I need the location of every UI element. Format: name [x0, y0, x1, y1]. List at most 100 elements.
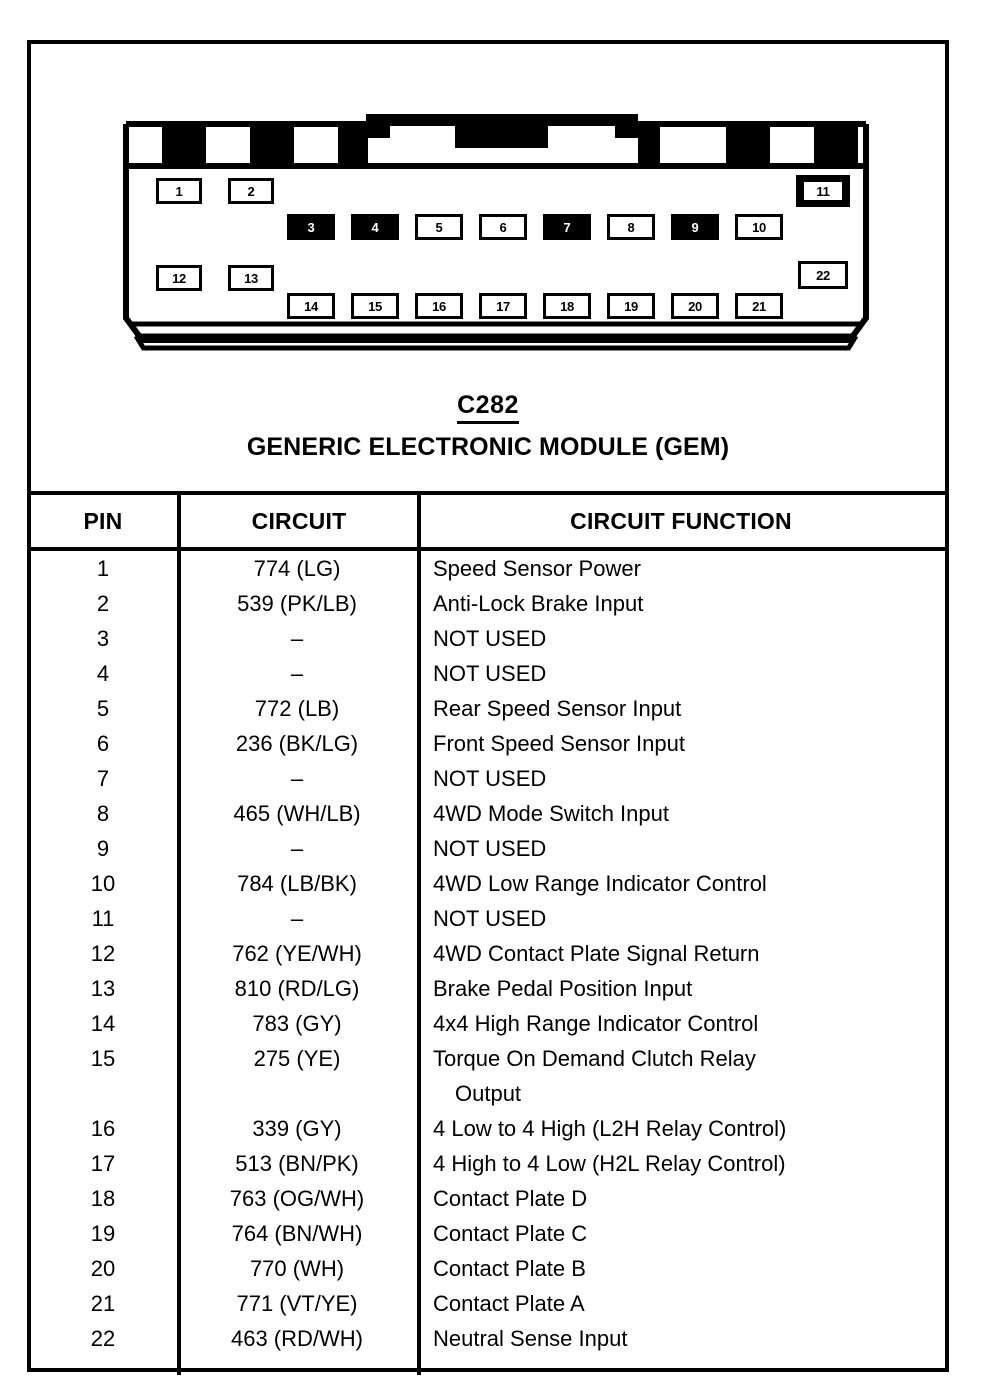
pin-cell-10[interactable]: 10	[735, 214, 783, 240]
pin-cell-5[interactable]: 5	[415, 214, 463, 240]
table-cell-function: 4 Low to 4 High (L2H Relay Control)	[433, 1116, 787, 1141]
table-header-pin: PIN	[83, 507, 123, 534]
table-cell-circuit: 539 (PK/LB)	[237, 591, 357, 616]
table-cell-circuit: 236 (BK/LG)	[235, 731, 359, 756]
table-cell-pin: 3	[96, 626, 110, 651]
comb-key-2	[250, 127, 294, 165]
connector-diagram: 1 2 11 3 4 5 6 7 8 9 10 12 13 22 14 15 1…	[118, 108, 874, 363]
table-column-divider-2	[417, 495, 421, 1375]
table-header-function: CIRCUIT FUNCTION	[570, 507, 792, 534]
pin-cell-6[interactable]: 6	[479, 214, 527, 240]
table-cell-function: Neutral Sense Input	[433, 1326, 628, 1351]
pin-cell-11-label: 11	[802, 180, 844, 202]
table-cell-circuit: 465 (WH/LB)	[233, 801, 361, 826]
pin-cell-8[interactable]: 8	[607, 214, 655, 240]
pin-cell-4[interactable]: 4	[351, 214, 399, 240]
table-cell-pin: 11	[91, 906, 115, 931]
table-cell-pin: 8	[96, 801, 110, 826]
table-row: 12 762 (YE/WH) 4WD Contact Plate Signal Re…	[29, 936, 947, 971]
table-cell-function: Brake Pedal Position Input	[433, 976, 693, 1001]
pin-table: PIN CIRCUIT CIRCUIT FUNCTION 1 774 (LG) Sp…	[29, 491, 947, 1375]
table-cell-pin: 17	[90, 1151, 116, 1176]
table-cell-circuit: 463 (RD/WH)	[230, 1326, 363, 1351]
pin-cell-7[interactable]: 7	[543, 214, 591, 240]
pin-cell-15[interactable]: 15	[351, 293, 399, 319]
table-cell-function-line2: Output	[455, 1081, 522, 1106]
pin-cell-16[interactable]: 16	[415, 293, 463, 319]
housing-walls	[123, 124, 869, 343]
table-cell-circuit: 763 (OG/WH)	[229, 1186, 365, 1211]
table-cell-pin: 15	[90, 1046, 116, 1071]
pin-cell-14[interactable]: 14	[287, 293, 335, 319]
pin-cell-3[interactable]: 3	[287, 214, 335, 240]
pin-cell-20[interactable]: 20	[671, 293, 719, 319]
table-cell-circuit: –	[290, 836, 304, 861]
table-cell-circuit: 810 (RD/LG)	[234, 976, 360, 1001]
table-cell-pin: 19	[90, 1221, 116, 1246]
pin-cell-2[interactable]: 2	[228, 178, 274, 204]
pin-cell-1[interactable]: 1	[156, 178, 202, 204]
table-cell-function: NOT USED	[433, 766, 547, 791]
connector-caption: C282 GENERIC ELECTRONIC MODULE (GEM)	[31, 391, 945, 462]
table-cell-circuit: 762 (YE/WH)	[232, 941, 362, 966]
table-cell-function: Contact Plate C	[433, 1221, 588, 1246]
pin-cell-19[interactable]: 19	[607, 293, 655, 319]
table-cell-pin: 12	[90, 941, 116, 966]
table-row: 11 – NOT USED	[29, 901, 947, 936]
table-cell-function: NOT USED	[433, 906, 547, 931]
table-cell-function: Speed Sensor Power	[433, 556, 641, 581]
pin-cell-13[interactable]: 13	[228, 265, 274, 291]
table-cell-function-line1: Torque On Demand Clutch Relay	[433, 1046, 756, 1071]
table-cell-circuit: 771 (VT/YE)	[236, 1291, 358, 1316]
comb-key-6	[814, 127, 858, 165]
table-row: 16 339 (GY) 4 Low to 4 High (L2H Relay Con…	[29, 1111, 947, 1146]
connector-name: GENERIC ELECTRONIC MODULE (GEM)	[246, 432, 730, 461]
table-header-circuit: CIRCUIT	[251, 507, 347, 534]
table-cell-circuit: 783 (GY)	[252, 1011, 342, 1036]
table-cell-function: Contact Plate A	[433, 1291, 585, 1316]
table-cell-function: 4x4 High Range Indicator Control	[433, 1011, 759, 1036]
connector-housing-svg	[123, 114, 869, 351]
table-row: 4–NOT USED	[29, 656, 947, 691]
table-cell-function: 4WD Contact Plate Signal Return	[433, 941, 760, 966]
table-cell-circuit: 774 (LG)	[253, 556, 341, 581]
pin-cell-12[interactable]: 12	[156, 265, 202, 291]
pin-cell-17[interactable]: 17	[479, 293, 527, 319]
table-cell-pin: 6	[96, 731, 110, 756]
pin-cell-9[interactable]: 9	[671, 214, 719, 240]
skirt-left-taper	[133, 334, 147, 351]
connector-code: C282	[457, 391, 519, 424]
comb-key-1	[162, 127, 206, 165]
table-cell-pin: 1	[96, 556, 110, 581]
table-bottom-border	[29, 1368, 947, 1372]
table-cell-pin: 13	[90, 976, 116, 1001]
table-cell-pin: 18	[90, 1186, 116, 1211]
table-cell-circuit: 275 (YE)	[253, 1046, 341, 1071]
pin-cell-21[interactable]: 21	[735, 293, 783, 319]
table-cell-circuit: –	[290, 626, 304, 651]
table-cell-function: NOT USED	[433, 661, 547, 686]
table-cell-pin: 21	[90, 1291, 116, 1316]
skirt-right-taper	[845, 334, 859, 351]
pin-cell-22[interactable]: 22	[798, 261, 848, 289]
comb-key-3	[338, 127, 368, 165]
table-cell-circuit: –	[290, 906, 304, 931]
table-cell-pin: 16	[90, 1116, 116, 1141]
pin-cell-18[interactable]: 18	[543, 293, 591, 319]
table-row: 13 810 (RD/LG) Brake Pedal Position Input	[29, 971, 947, 1006]
table-cell-circuit: 339 (GY)	[252, 1116, 342, 1141]
pin-cell-11[interactable]: 11	[796, 175, 850, 207]
table-cell-pin: 5	[96, 696, 110, 721]
table-cell-function: Rear Speed Sensor Input	[433, 696, 682, 721]
